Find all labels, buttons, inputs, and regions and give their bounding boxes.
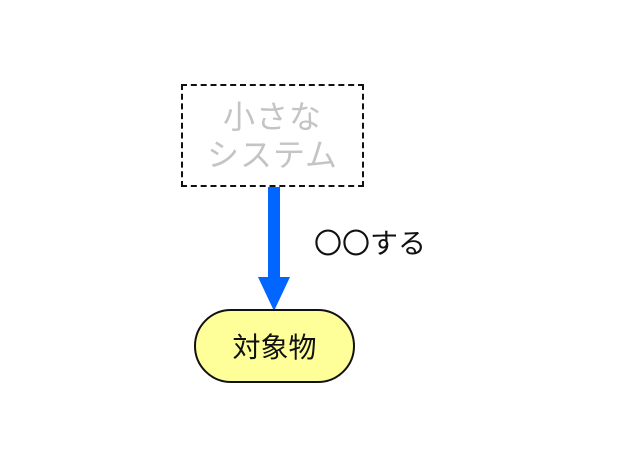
arrow-head-icon (258, 277, 290, 311)
small-system-box: 小さな システム (181, 84, 364, 187)
small-system-label-line1: 小さな (222, 97, 322, 136)
arrow-shaft (268, 187, 280, 278)
action-label: 〇〇する (314, 227, 427, 260)
small-system-label-line2: システム (206, 135, 339, 174)
target-object-label: 対象物 (232, 331, 317, 364)
target-object-node: 対象物 (194, 309, 355, 383)
